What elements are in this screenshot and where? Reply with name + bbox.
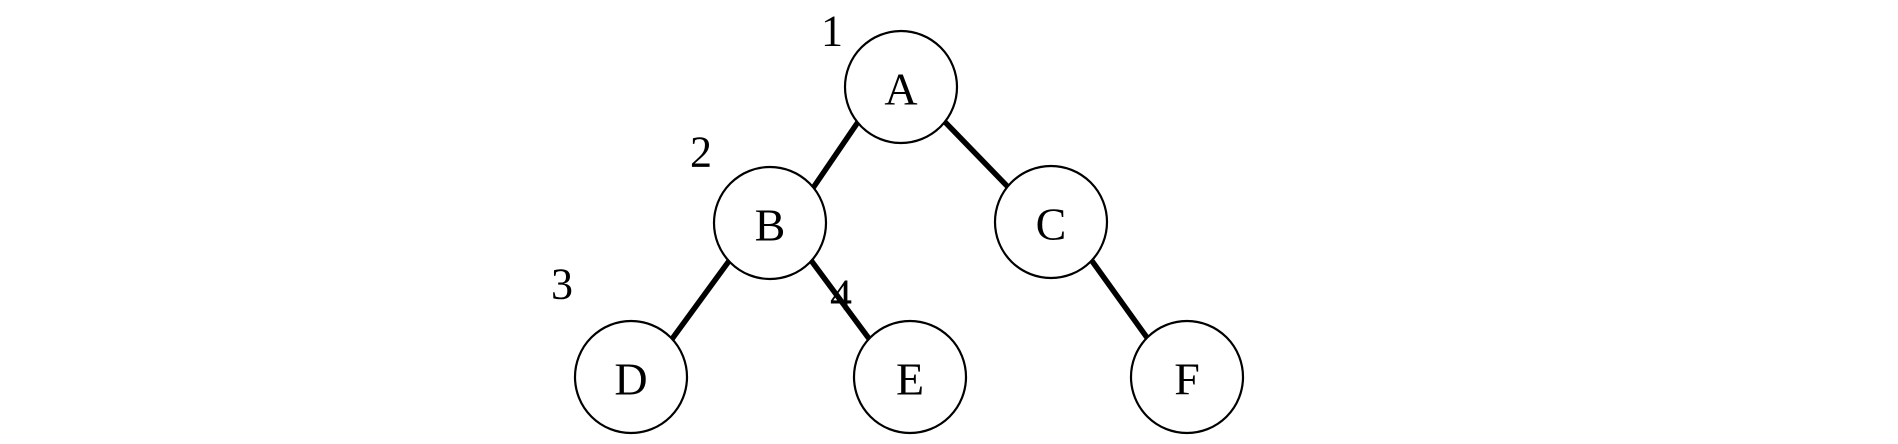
edge-b-d	[669, 259, 732, 341]
node-circle-b[interactable]	[712, 165, 828, 281]
tree-node-b[interactable]: B2	[690, 128, 828, 281]
edge-a-c	[943, 120, 1010, 189]
node-index-b: 2	[690, 128, 712, 177]
node-label-e: E	[896, 354, 924, 405]
node-index-d: 3	[551, 260, 573, 309]
tree-node-d[interactable]: D3	[551, 260, 689, 435]
edge-c-f	[1089, 259, 1151, 341]
edge-a-b	[810, 120, 861, 190]
tree-node-a[interactable]: A1	[821, 7, 959, 145]
edge-b-e	[807, 257, 873, 342]
node-label-d: D	[614, 354, 647, 405]
tree-node-f[interactable]: F	[1129, 319, 1245, 435]
node-label-b: B	[755, 200, 786, 251]
tree-node-c[interactable]: C	[993, 164, 1109, 280]
tree-node-e[interactable]: E4	[830, 271, 968, 435]
node-circle-a[interactable]	[843, 29, 959, 145]
node-circle-e[interactable]	[852, 319, 968, 435]
node-label-c: C	[1036, 199, 1067, 250]
node-index-e: 4	[830, 271, 852, 320]
node-label-f: F	[1174, 354, 1200, 405]
node-circle-f[interactable]	[1129, 319, 1245, 435]
node-index-a: 1	[821, 7, 843, 56]
node-label-a: A	[884, 64, 917, 115]
node-circle-d[interactable]	[573, 319, 689, 435]
node-circle-c[interactable]	[993, 164, 1109, 280]
edges-group	[669, 120, 1151, 342]
